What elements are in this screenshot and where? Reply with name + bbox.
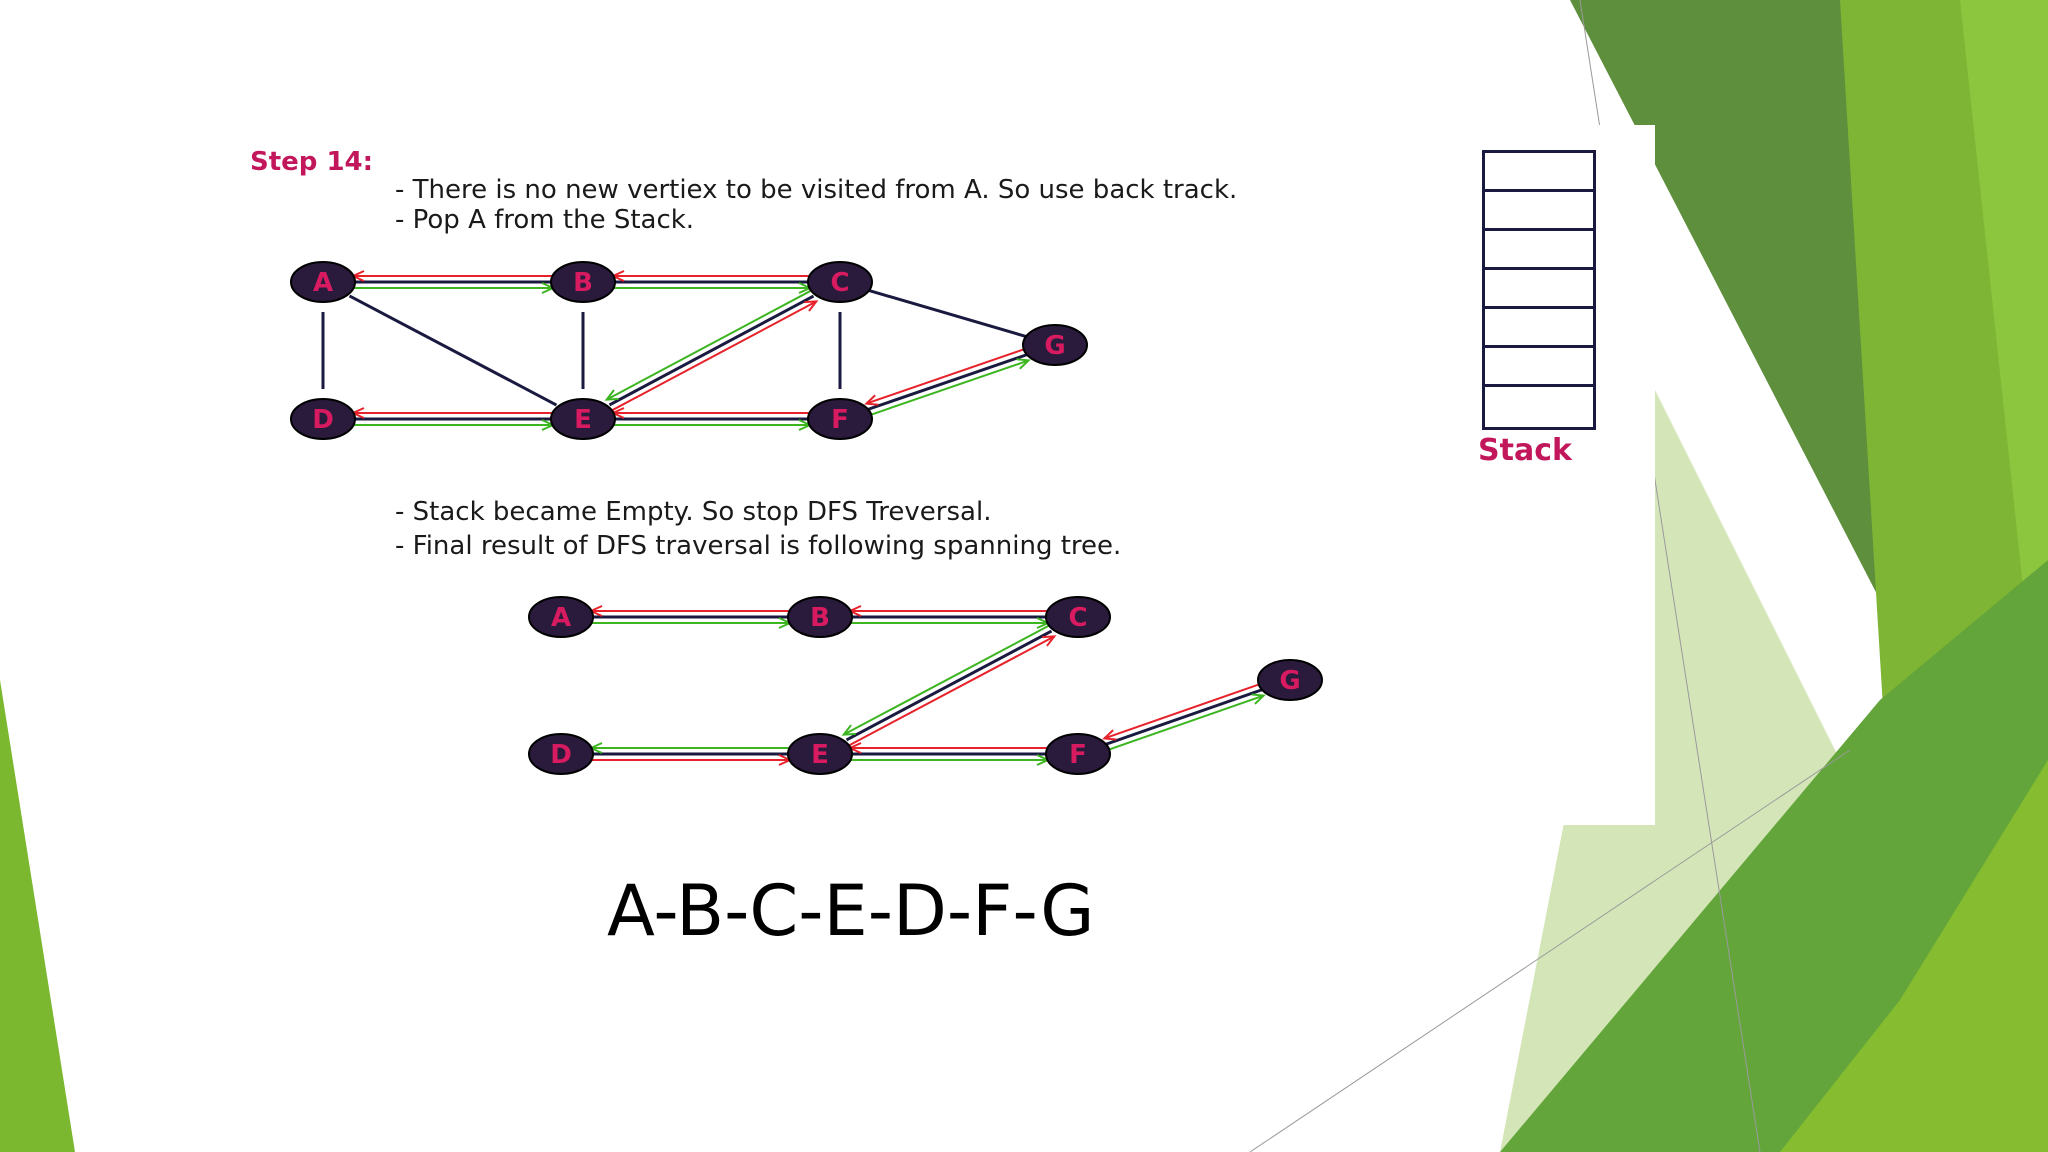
graph-node: E [787, 733, 853, 775]
node-shape [787, 733, 853, 775]
arrow-head [604, 389, 619, 401]
stack-slot [1485, 309, 1593, 348]
node-shape [290, 398, 356, 440]
node-label: E [574, 405, 592, 435]
node-label: B [810, 603, 830, 633]
node-shape [1022, 324, 1088, 366]
instruction-line-2: - Pop A from the Stack. [395, 205, 695, 235]
arrow-head [1251, 693, 1266, 705]
spanning-tree: A B C D E F G [528, 596, 1323, 775]
graph-node: B [550, 261, 616, 303]
node-label: A [551, 603, 571, 633]
forward-arrow [843, 624, 1050, 736]
node-label: E [811, 740, 829, 770]
graph-node: F [807, 398, 873, 440]
empty-stack [1482, 150, 1596, 430]
stack-slot [1485, 231, 1593, 270]
node-label: C [830, 268, 849, 298]
back-arrow [866, 348, 1026, 405]
graph-node: A [290, 261, 356, 303]
node-label: C [1068, 603, 1087, 633]
stack-slot [1485, 348, 1593, 387]
node-shape [550, 398, 616, 440]
graph-edge [867, 353, 1028, 411]
node-shape [807, 261, 873, 303]
node-label: B [573, 268, 593, 298]
forward-arrow [1107, 694, 1264, 751]
arrow-head [1102, 729, 1117, 741]
node-shape [1045, 596, 1111, 638]
left-green-stripe [0, 680, 75, 1152]
graph-edge [1105, 688, 1263, 746]
arrow-head [1042, 635, 1057, 647]
graph-edge [868, 288, 1027, 339]
node-label: D [312, 405, 334, 435]
back-arrow [611, 300, 817, 412]
node-shape [290, 261, 356, 303]
arrow-head [804, 300, 819, 312]
instruction-line-4: - Final result of DFS traversal is follo… [395, 531, 1122, 561]
forward-arrow [869, 359, 1029, 416]
graph-node: C [1045, 596, 1111, 638]
node-shape [1045, 733, 1111, 775]
node-shape [807, 398, 873, 440]
step-title: Step 14: [250, 147, 374, 177]
thin-diagonal-line-2 [1249, 749, 1851, 1152]
node-shape [550, 261, 616, 303]
node-label: D [550, 740, 572, 770]
forward-arrow [606, 289, 812, 401]
arrow-head [864, 394, 879, 406]
back-arrow [1104, 683, 1261, 740]
graph-node: D [290, 398, 356, 440]
instruction-line-1: - There is no new vertiex to be visited … [395, 175, 1238, 205]
full-graph: A B C D E F G [290, 261, 1088, 440]
arrow-head [1016, 358, 1031, 370]
instruction-line-3: - Stack became Empty. So stop DFS Trever… [395, 497, 992, 527]
graph-node: G [1022, 324, 1088, 366]
graph-node: B [787, 596, 853, 638]
dfs-step-image: Step 14: - There is no new vertiex to be… [230, 125, 1655, 825]
node-label: F [831, 405, 849, 435]
node-shape [1257, 659, 1323, 701]
dfs-result: A-B-C-E-D-F-G [607, 870, 1095, 952]
back-arrow [848, 635, 1055, 747]
node-label: A [313, 268, 333, 298]
stack-slot [1485, 153, 1593, 192]
graph-edge [348, 294, 558, 407]
stack-label: Stack [1478, 433, 1572, 468]
graph-edge [608, 294, 815, 407]
node-shape [528, 596, 594, 638]
bottom-light-facet [1780, 760, 2048, 1152]
node-label: F [1069, 740, 1087, 770]
graph-node: C [807, 261, 873, 303]
node-shape [787, 596, 853, 638]
graph-edge [845, 629, 1053, 742]
graph-node: E [550, 398, 616, 440]
graph-node: F [1045, 733, 1111, 775]
stack-slot [1485, 270, 1593, 309]
graph-node: G [1257, 659, 1323, 701]
graph-node: D [528, 733, 594, 775]
node-label: G [1044, 331, 1065, 361]
arrow-head [841, 724, 856, 736]
graph-node: A [528, 596, 594, 638]
node-label: G [1279, 666, 1300, 696]
node-shape [528, 733, 594, 775]
stack-slot [1485, 192, 1593, 231]
